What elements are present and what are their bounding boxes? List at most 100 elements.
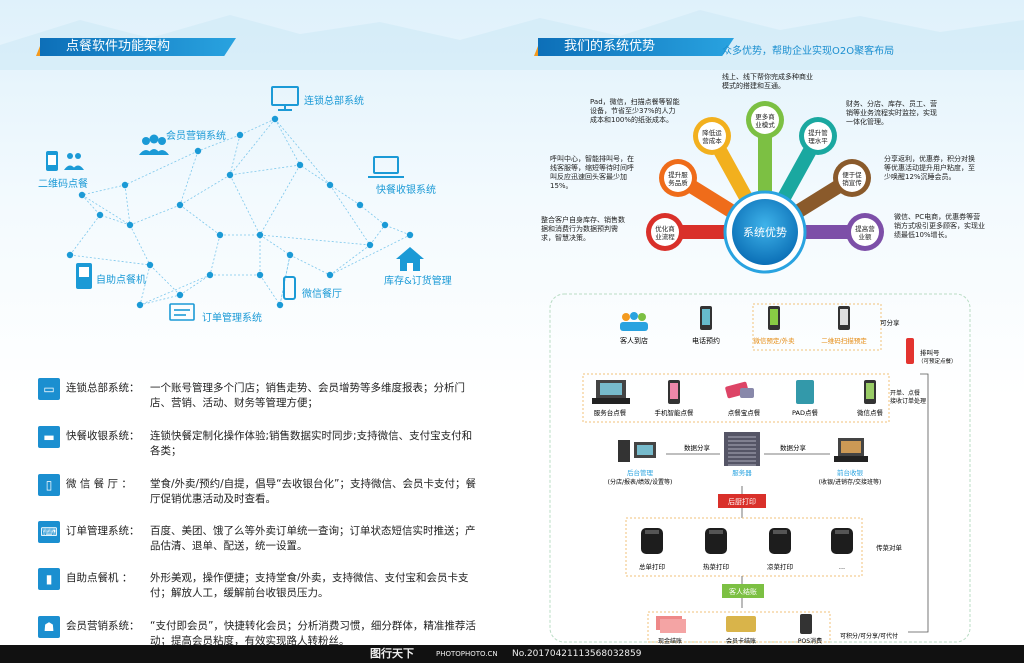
petal-label: 更多商 [755, 112, 775, 121]
flow-mobile-order: 手机智能点餐 [655, 408, 695, 417]
function-network-diagram: 连锁总部系统 会员营销系统 二维码点餐 快餐收银系统 自助点餐机 微信餐厅 库存… [38, 86, 452, 324]
feature-chain: ▭ 连锁总部系统： 一个账号管理多个门店；销售走势、会员增势等多维度报表；分析门… [38, 378, 478, 418]
network-node-dot [194, 147, 202, 155]
network-node-dot [216, 231, 224, 239]
keyboard-icon [169, 303, 195, 321]
flow-print-hot: 热菜打印 [703, 562, 729, 571]
feature-member: ☗ 会员营销系统： “支付即会员”，快捷转化会员；分析消费习惯，细分群体，精准推… [38, 616, 478, 650]
pager-device-icon [725, 381, 754, 399]
pos-terminal-icon [592, 380, 630, 404]
ordering-flow-diagram: 客人到店 电话预约 微信预定/外卖 二维码扫描预定 可分享 排叫号 （可预定点餐… [549, 293, 971, 645]
laptop-icon [368, 156, 404, 178]
petal-label: 提升服 [668, 170, 688, 179]
watermark-bar: 图行天下 PHOTOPHOTO.CN No.201704211135680328… [0, 645, 1024, 663]
flow-card-pay: 会员卡结账 [726, 637, 756, 645]
flow-data-share-right: 数据分享 [780, 443, 807, 452]
network-node-dot [366, 241, 374, 249]
left-section-title: 点餐软件功能架构 [40, 38, 236, 56]
network-node-dot [121, 181, 129, 189]
feature-order: ⌨ 订单管理系统： 百度、美团、饿了么等外卖订单统一查询；订单状态短信实时推送；… [38, 521, 478, 561]
petal-label: 降低运 [702, 128, 722, 137]
network-node-dot [66, 251, 74, 259]
petal-text-1: 整合客户自身库存、销售数据和消费行为数据预判需求，智慧决策。 [541, 216, 625, 242]
flow-pos-pay: POS消费 [798, 637, 822, 645]
footer-logo: 图行天下 [370, 647, 414, 660]
keyboard-icon: ⌨ [38, 521, 60, 543]
node-chain: 连锁总部系统 [304, 94, 364, 107]
flow-wx-order: 微信点餐 [857, 408, 884, 417]
flow-backoffice-sub: (分店/报表/绩效/设置等) [608, 478, 673, 486]
petal-text-4: 线上、线下帮你完成多种商业模式的搭建和互通。 [722, 73, 813, 90]
flow-queue-sub: （可预定点餐） [918, 357, 957, 365]
network-node-dot [146, 261, 154, 269]
petal-text-6: 分享返利，优惠券，积分对换等优惠活动提升用户粘度，至少唤醒12%沉睡会员。 [884, 155, 975, 181]
flow-customer: 客人到店 [620, 336, 648, 345]
petal-label: 理水平 [808, 136, 828, 145]
flow-wx-reserve: 微信预定/外卖 [753, 336, 795, 345]
customer-group-icon [620, 312, 648, 331]
server-rack-icon [724, 432, 760, 466]
phone-icon: ▯ [38, 474, 60, 496]
cashier-terminal-icon [834, 438, 868, 462]
flow-pager-order: 点餐宝点餐 [728, 408, 761, 417]
footer-id: No.20170421113568032859 [512, 649, 642, 659]
node-selfkiosk: 自助点餐机 [96, 273, 146, 286]
flow-cashier-sub: (收银/进销存/交接班等) [819, 478, 882, 486]
flow-pad-order: PAD点餐 [792, 408, 818, 417]
laptop-icon: ▬ [38, 426, 60, 448]
footer-site: PHOTOPHOTO.CN [436, 650, 498, 658]
tagline: 众多优势，帮助企业实现O2O聚客布局 [722, 46, 895, 57]
feature-kiosk: ▮ 自助点餐机 ： 外形美观，操作便捷；支持堂食/外卖，支持微信、支付宝和会员卡… [38, 568, 478, 608]
network-node-dot [296, 161, 304, 169]
member-card-icon [726, 616, 756, 632]
flow-pos-front: 服务台点餐 [594, 408, 627, 417]
queue-device-icon [906, 338, 914, 364]
flow-dish-order: 传菜对单 [876, 543, 903, 552]
petal-label: 提升管 [808, 128, 828, 137]
flow-open-table-sub: 接收订单处理 [890, 397, 926, 405]
flow-shareable: 可分享 [880, 318, 900, 327]
mountain-background [0, 10, 1024, 70]
petal-label: 营成本 [702, 136, 722, 145]
network-node-dot [286, 251, 294, 259]
petal-text-7: 微信、PC电商，优惠券等营销方式吸引更多顾客，实现业绩最低10%增长。 [894, 213, 985, 239]
network-node-dot [326, 181, 334, 189]
tablet-icon [796, 380, 814, 404]
desktop-computer-icon [618, 440, 656, 462]
mobile-phone-icon [668, 380, 680, 404]
petal-label: 销宣传 [842, 178, 862, 187]
flow-open-table: 开单、点餐 [890, 389, 920, 397]
network-node-dot [176, 291, 184, 299]
monitor-icon: ▭ [38, 378, 60, 400]
network-node-dot [356, 201, 364, 209]
flow-print-all: 总单打印 [639, 562, 665, 571]
members-icon: ☗ [38, 616, 60, 638]
phone-device-icon [768, 306, 780, 330]
flow-cashier: 前台收银 [837, 468, 864, 477]
flow-guest-checkout: 客人结账 [729, 587, 757, 596]
receipt-printer-icon [769, 528, 791, 554]
petal-label: 业流程 [655, 232, 675, 241]
flow-qr-scan: 二维码扫描预定 [821, 336, 867, 345]
monitor-icon [271, 86, 299, 111]
phone-device-icon [700, 306, 712, 330]
petal-text-5: 财务、分店、库存、员工、营销等业务流程实时监控，实现一体化管理。 [846, 100, 937, 126]
qrcode-phone-icon [46, 151, 84, 171]
receipt-printer-icon [641, 528, 663, 554]
network-node-dot [326, 271, 334, 279]
petal-text-3: Pad，微信，扫描点餐等智能设备，节省至少37%的人力成本和100%的纸张成本。 [590, 98, 680, 124]
node-qrcode: 二维码点餐 [38, 177, 88, 190]
kiosk-icon [76, 263, 92, 289]
flow-cash-pay: 现金结账 [658, 637, 682, 645]
network-node-dot [78, 191, 86, 199]
network-node-dot [236, 131, 244, 139]
network-node-dot [126, 221, 134, 229]
advantage-flower-diagram: 优化商业流程提升服务品质降低运营成本更多商业模式提升管理水平便于促销宣传提高营业… [646, 101, 884, 274]
petal-label: 优化商 [655, 224, 675, 233]
network-node-dot [206, 271, 214, 279]
wechat-phone-icon [283, 276, 296, 300]
node-order: 订单管理系统 [202, 311, 262, 324]
node-wechat: 微信餐厅 [302, 287, 342, 300]
phone-device-icon [838, 306, 850, 330]
